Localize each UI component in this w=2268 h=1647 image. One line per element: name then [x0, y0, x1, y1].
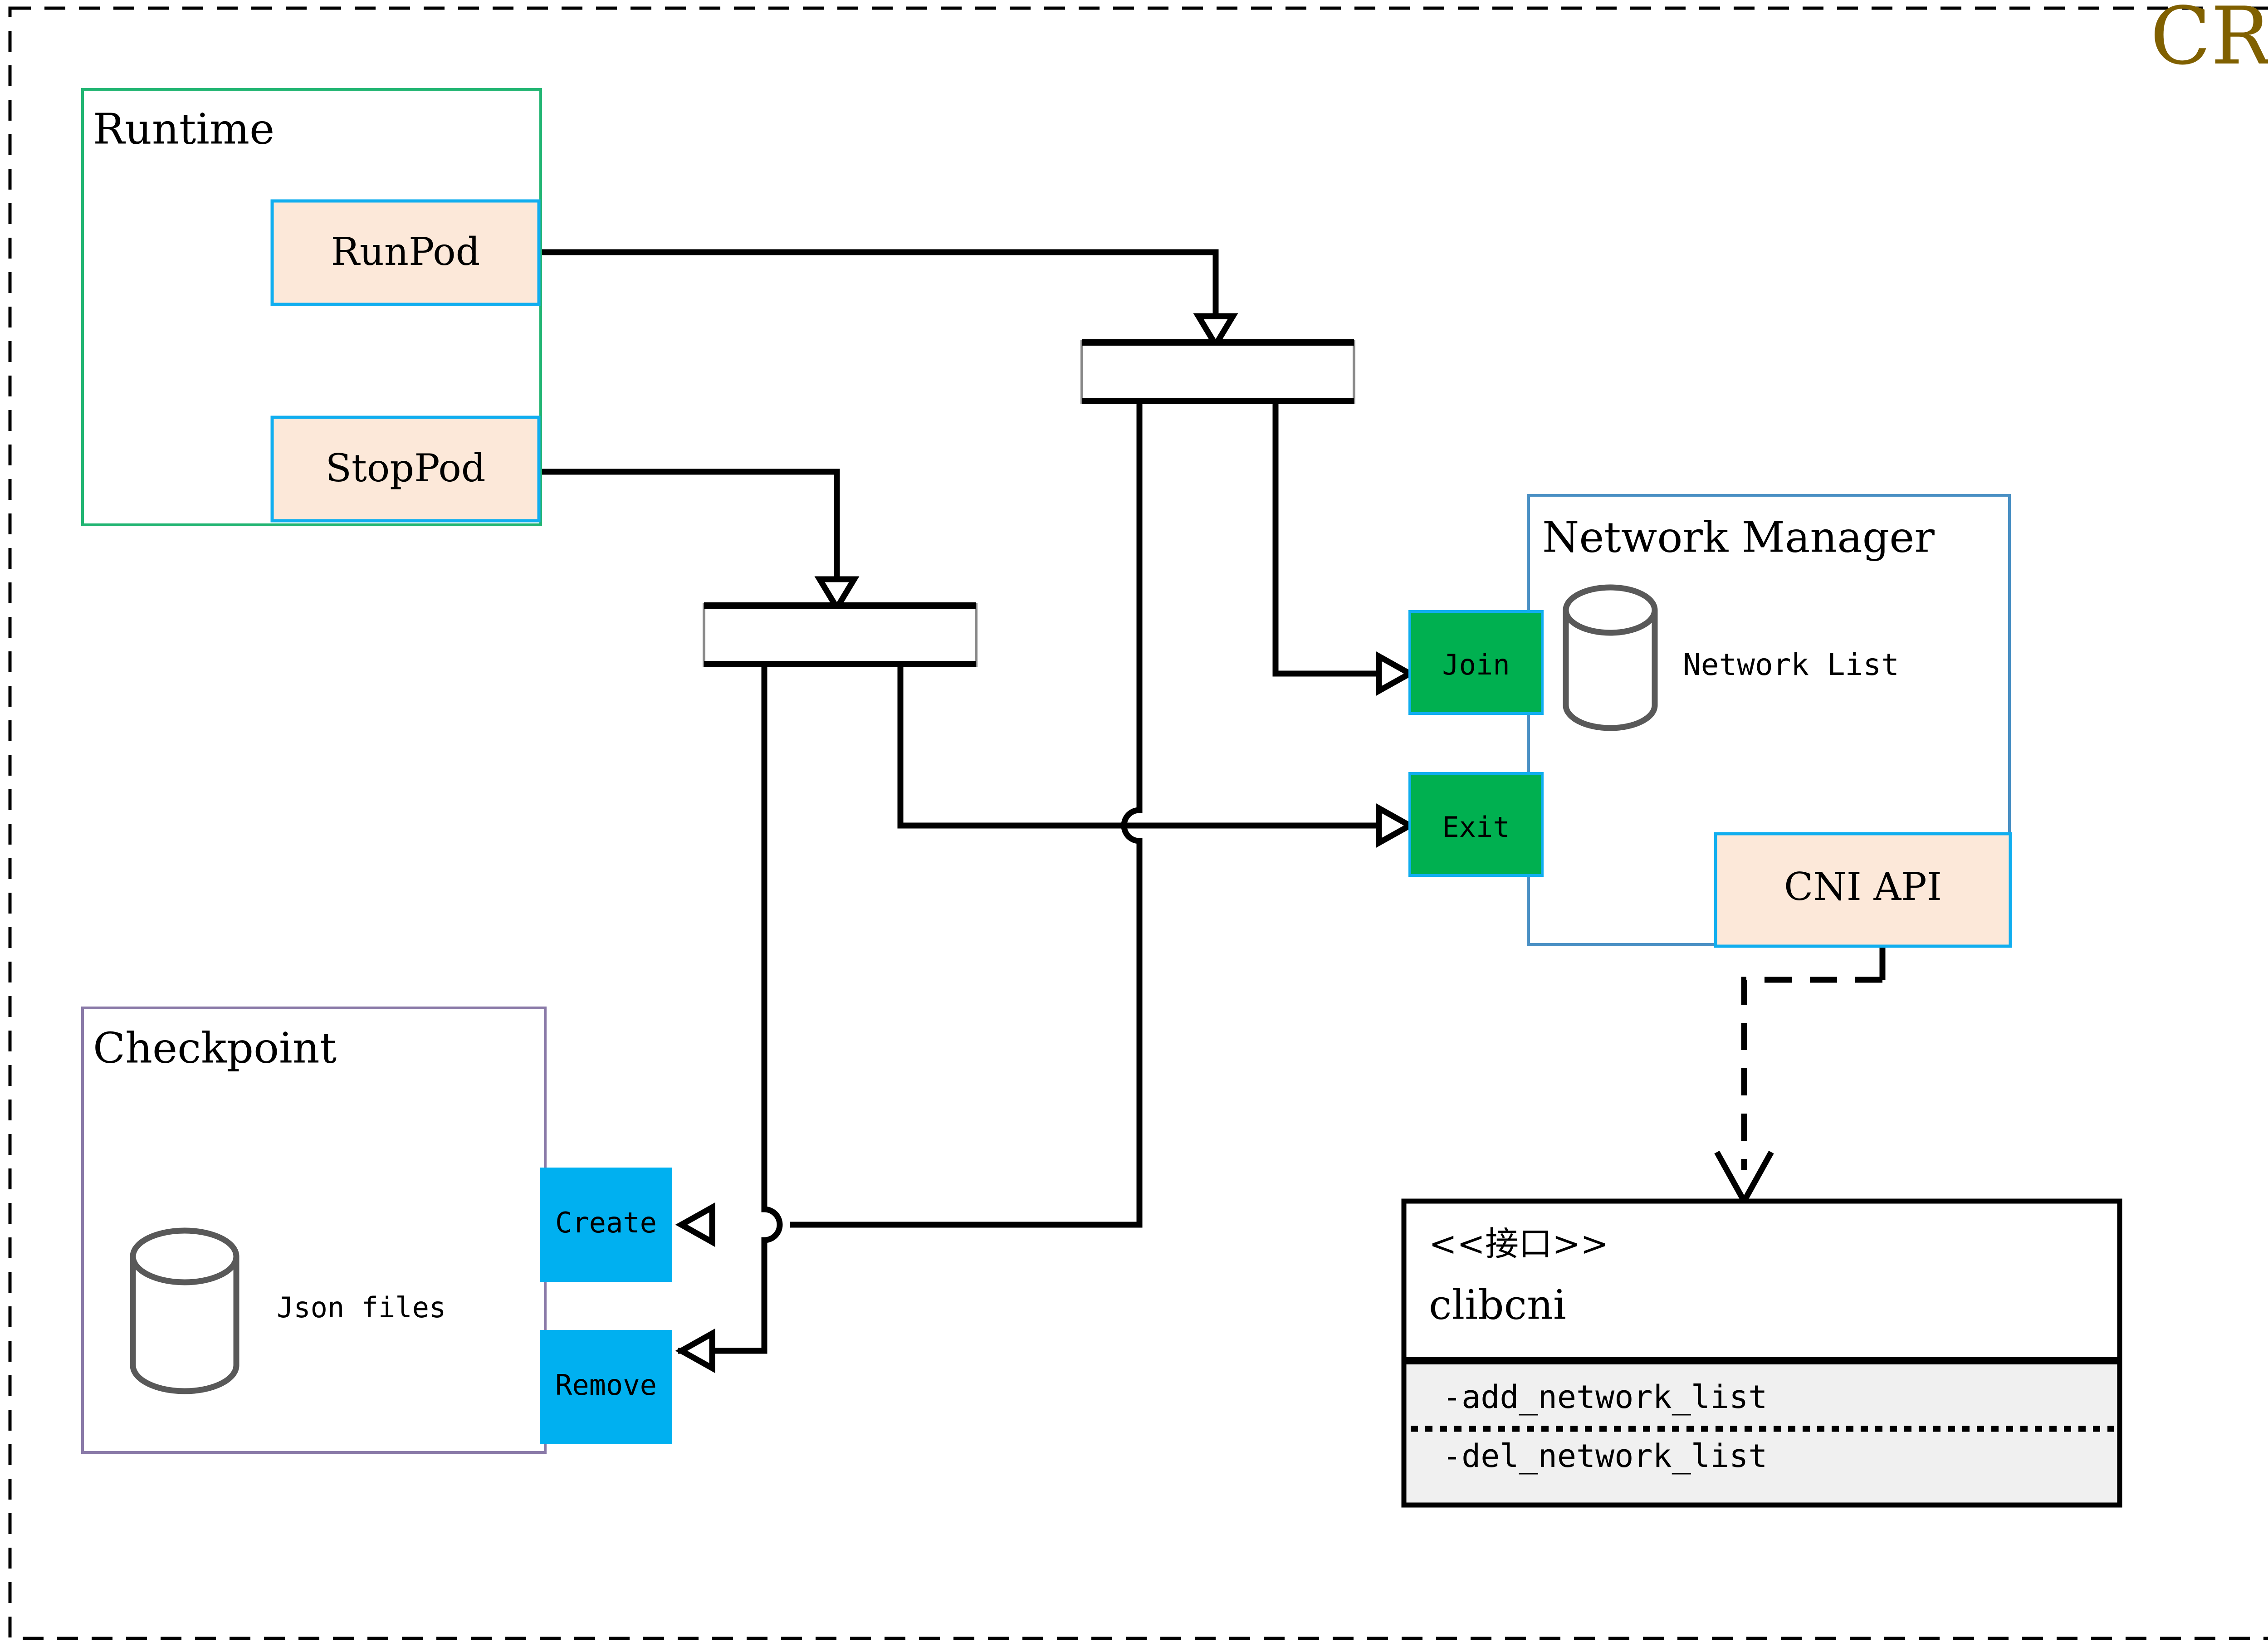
operation-runpod[interactable]: RunPod	[270, 199, 541, 306]
fork-bar-stoppod	[703, 602, 978, 667]
connector-fork-stoppod-to-exit	[897, 665, 1379, 829]
operation-remove-label: Remove	[555, 1368, 657, 1402]
network-manager-group-title: Network Manager	[1542, 513, 1935, 562]
arrowhead-into-fork-runpod	[1193, 313, 1238, 351]
operation-exit-label: Exit	[1442, 811, 1510, 844]
connector-fork-runpod-to-join	[1272, 401, 1379, 677]
operation-create[interactable]: Create	[540, 1168, 672, 1282]
connector-fork-runpod-to-create	[790, 401, 1143, 1228]
interface-method-0: -add_network_list	[1442, 1378, 1767, 1416]
operation-stoppod[interactable]: StopPod	[270, 415, 541, 523]
operation-exit[interactable]: Exit	[1408, 772, 1544, 877]
connector-cniapi-to-clibcni-dashed	[1741, 977, 1882, 1170]
outer-dashed-frame	[8, 6, 2268, 1640]
operation-join[interactable]: Join	[1408, 610, 1544, 715]
interface-name: clibcni	[1429, 1281, 1566, 1329]
cni-api-label: CNI API	[1784, 865, 1942, 909]
arrowhead-into-remove	[675, 1328, 715, 1373]
checkpoint-group-title: Checkpoint	[93, 1023, 337, 1072]
database-cylinder-icon	[130, 1227, 240, 1394]
network-manager-store-label: Network List	[1683, 647, 1899, 682]
operation-remove[interactable]: Remove	[540, 1330, 672, 1444]
interface-method-1: -del_network_list	[1442, 1437, 1767, 1475]
database-cylinder-icon	[1563, 584, 1658, 731]
cni-api-box[interactable]: CNI API	[1714, 832, 2012, 948]
checkpoint-store-label: Json files	[277, 1291, 446, 1324]
connector-fork-stoppod-to-remove	[678, 665, 783, 1354]
arrowhead-into-fork-stoppod	[814, 576, 860, 614]
page-title: CRI	[2150, 0, 2268, 83]
arrowhead-into-join	[1376, 651, 1416, 696]
operation-create-label: Create	[555, 1206, 657, 1239]
interface-stereotype: <<接口>>	[1429, 1224, 1608, 1263]
group-checkpoint[interactable]: Checkpoint Json files	[81, 1007, 547, 1454]
operation-join-label: Join	[1442, 648, 1510, 681]
connector-stoppod-to-fork	[538, 469, 840, 581]
interface-box-clibcni[interactable]: <<接口>> clibcni -add_network_list -del_ne…	[1401, 1198, 2122, 1508]
runtime-group-border	[81, 88, 542, 526]
arrowhead-into-exit	[1376, 803, 1416, 848]
runtime-group-title: Runtime	[93, 104, 274, 153]
interface-methods-panel	[1401, 1358, 2122, 1508]
arrowhead-into-create	[675, 1202, 715, 1247]
operation-runpod-label: RunPod	[331, 230, 480, 274]
fork-bar-runpod	[1080, 339, 1355, 404]
operation-stoppod-label: StopPod	[325, 446, 485, 490]
group-runtime[interactable]: Runtime	[81, 88, 542, 526]
connector-runpod-to-fork	[538, 249, 1219, 318]
